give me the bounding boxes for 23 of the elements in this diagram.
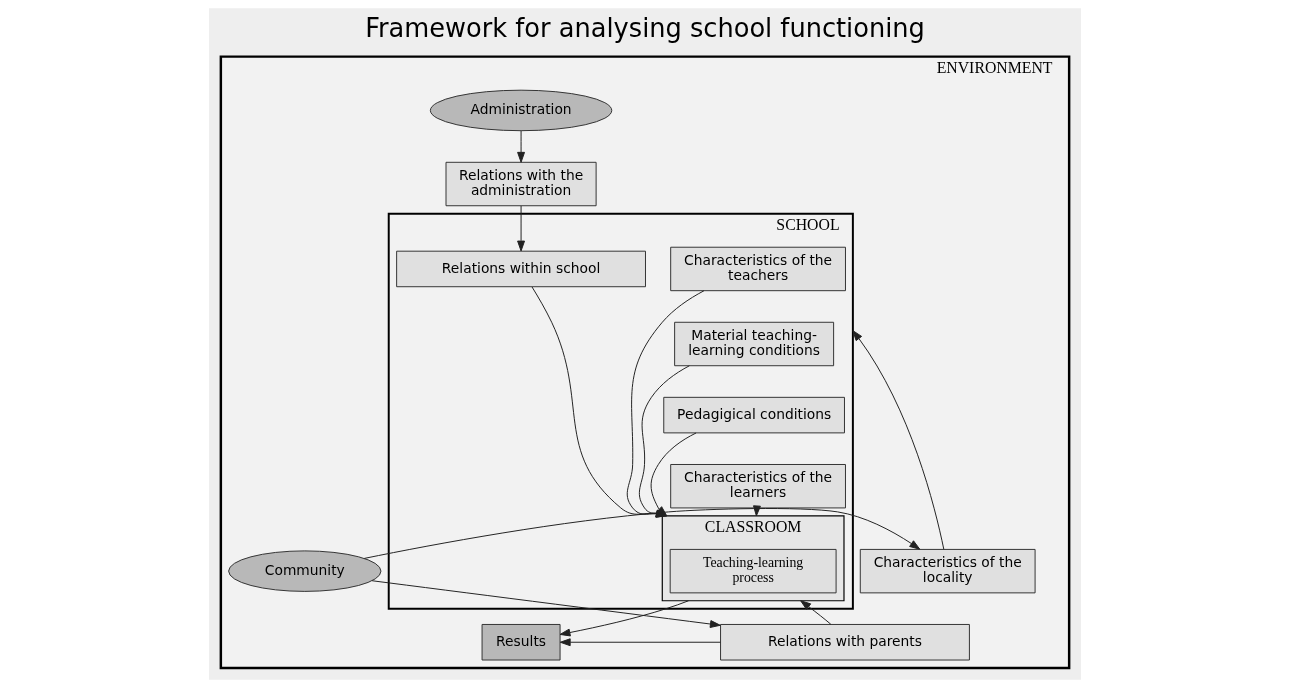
arrow: [800, 600, 832, 625]
node-box: Relations with the administration: [445, 161, 597, 207]
node-box: Material teaching-learning conditions: [674, 321, 835, 367]
arrow: [531, 286, 667, 518]
node-box: Results: [481, 623, 561, 661]
diagram-title: Framework for analysing school functioning: [365, 12, 925, 43]
node-box: Relations with parents: [720, 623, 970, 661]
node-box: Teaching-learning process: [669, 548, 837, 594]
node-box: Relations within school: [396, 250, 646, 288]
node-ellipse: Administration: [429, 89, 613, 132]
node-box: Characteristics of the teachers: [670, 246, 846, 292]
arrow: [650, 432, 697, 517]
arrow: [626, 290, 705, 518]
arrow: [517, 205, 525, 252]
arrow: [559, 638, 721, 647]
arrow: [638, 365, 690, 518]
arrow: [371, 580, 721, 628]
arrow: [559, 600, 690, 637]
node-box: Pedagigical conditions: [663, 396, 845, 434]
arrow: [852, 330, 945, 550]
arrow: [517, 130, 525, 163]
node-ellipse: Community: [228, 550, 382, 592]
node-box: Characteristics of the locality: [859, 548, 1036, 594]
